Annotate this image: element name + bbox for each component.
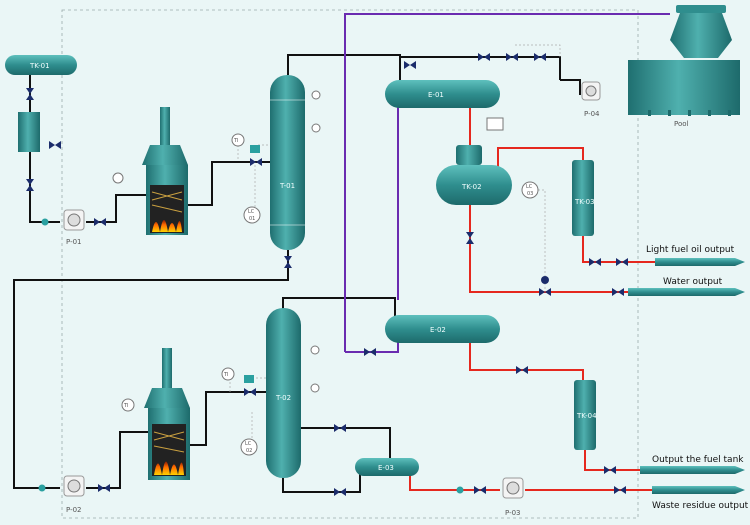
tk-03-tank	[572, 160, 594, 236]
ti-3-instrument	[221, 367, 235, 381]
lc-01-label-b: 01	[249, 216, 255, 222]
water-valve-actuator	[541, 276, 549, 284]
output-arrow-fuel-tank	[640, 466, 745, 474]
p-01-check	[41, 218, 49, 226]
output-arrow-light-fuel	[655, 258, 745, 266]
p-04-label: P-04	[584, 110, 600, 118]
pipes-cooling	[344, 13, 670, 353]
valve-t02-bottom[interactable]	[334, 488, 346, 496]
valve-t01-feed[interactable]	[250, 158, 262, 166]
valve-filter-bypass[interactable]	[49, 141, 61, 149]
e-03-reboiler	[355, 458, 419, 476]
p-01-label: P-01	[66, 238, 82, 246]
e-02-label: E-02	[430, 326, 446, 334]
tk-04-label: TK-04	[576, 412, 597, 420]
lc-03-controller	[521, 181, 539, 199]
valve-tk02-outlet[interactable]	[466, 232, 474, 244]
valve-tk03-outlet[interactable]	[589, 258, 601, 266]
valve-p02-discharge[interactable]	[98, 484, 110, 492]
lc-03-label-b: 03	[527, 191, 533, 197]
t-01-label: T-01	[279, 182, 295, 190]
p-01-pump[interactable]	[63, 209, 85, 231]
output-arrow-water	[628, 288, 745, 296]
lc-01-label-a: LC	[248, 209, 255, 215]
valve-e01-top-2[interactable]	[478, 53, 490, 61]
valve-t02-side[interactable]	[334, 424, 346, 432]
t-01-column	[270, 75, 305, 250]
t02-feed-actuator	[244, 375, 254, 383]
ti-2-instrument	[121, 398, 135, 412]
valve-tk01-outlet[interactable]	[26, 88, 34, 100]
t-01-nozzle-2	[311, 123, 321, 133]
p-03-check	[456, 486, 464, 494]
tk-02-label: TK-02	[461, 183, 482, 191]
pool-label: Pool	[674, 120, 689, 128]
tk-01-label: TK-01	[29, 62, 50, 70]
ti-1-label: TI	[233, 138, 239, 144]
water-output-label: Water output	[663, 277, 723, 287]
waste-residue-output-label: Waste residue output	[652, 501, 749, 511]
pool-legs	[648, 110, 731, 116]
e-03-label: E-03	[378, 464, 394, 472]
valve-e02-cooling[interactable]	[364, 348, 376, 356]
tk-02-dome	[456, 145, 482, 165]
valve-water-output[interactable]	[612, 288, 624, 296]
tk-04-tank	[574, 380, 596, 450]
valve-waste-output[interactable]	[614, 486, 626, 494]
ti-2-label: TI	[123, 403, 129, 409]
valve-e01-top-3[interactable]	[506, 53, 518, 61]
valve-p01-discharge[interactable]	[94, 218, 106, 226]
lc-02-controller	[240, 438, 258, 456]
fuel-tank-output-label: Output the fuel tank	[652, 455, 744, 465]
light-fuel-oil-output-label: Light fuel oil output	[646, 245, 735, 255]
e-01-label: E-01	[428, 91, 444, 99]
valve-t01-bottom[interactable]	[284, 256, 292, 268]
t-02-nozzle-2	[310, 383, 320, 393]
e-01-condenser	[385, 80, 500, 108]
valve-e01-top-1[interactable]	[404, 61, 416, 69]
furnace-1	[142, 107, 188, 235]
lc-03-label-a: LC	[526, 184, 533, 190]
plant-boundary	[61, 9, 639, 519]
valve-light-fuel-output[interactable]	[616, 258, 628, 266]
t-02-column	[266, 308, 301, 478]
pi-01-gauge	[112, 172, 124, 184]
p-03-label: P-03	[505, 509, 521, 517]
p-04-pump[interactable]	[581, 81, 601, 101]
cooling-tower	[670, 5, 732, 58]
valve-tk04-outlet[interactable]	[604, 466, 616, 474]
output-arrow-waste-residue	[652, 486, 745, 494]
t-01-nozzle-1	[311, 90, 321, 100]
valve-e01-top-4[interactable]	[534, 53, 546, 61]
valve-tk04-inlet[interactable]	[516, 366, 528, 374]
t01-feed-actuator	[250, 145, 260, 153]
p-02-check	[38, 484, 46, 492]
lc-01-controller	[243, 206, 261, 224]
filter-vessel	[18, 112, 40, 152]
pipes-hot	[409, 108, 655, 491]
tk-01-tank	[5, 55, 77, 75]
p-02-label: P-02	[66, 506, 82, 514]
p-03-pump[interactable]	[502, 477, 524, 499]
e-01-level-gauge	[486, 117, 504, 131]
tk-02-separator	[436, 165, 512, 205]
e-02-exchanger	[385, 315, 500, 343]
t-02-nozzle-1	[310, 345, 320, 355]
t-02-label: T-02	[275, 394, 291, 402]
pool-basin	[628, 60, 740, 115]
furnace-2	[144, 348, 190, 480]
p-02-pump[interactable]	[63, 475, 85, 497]
ti-3-label: TI	[223, 372, 229, 378]
ti-1-instrument	[231, 133, 245, 147]
lc-02-label-a: LC	[245, 441, 252, 447]
valve-filter-outlet[interactable]	[26, 179, 34, 191]
tk-03-label: TK-03	[574, 198, 595, 206]
lc-02-label-b: 02	[246, 448, 252, 454]
valve-t02-feed[interactable]	[244, 388, 256, 396]
valve-water-control[interactable]	[539, 288, 551, 296]
valve-p03-suction[interactable]	[474, 486, 486, 494]
